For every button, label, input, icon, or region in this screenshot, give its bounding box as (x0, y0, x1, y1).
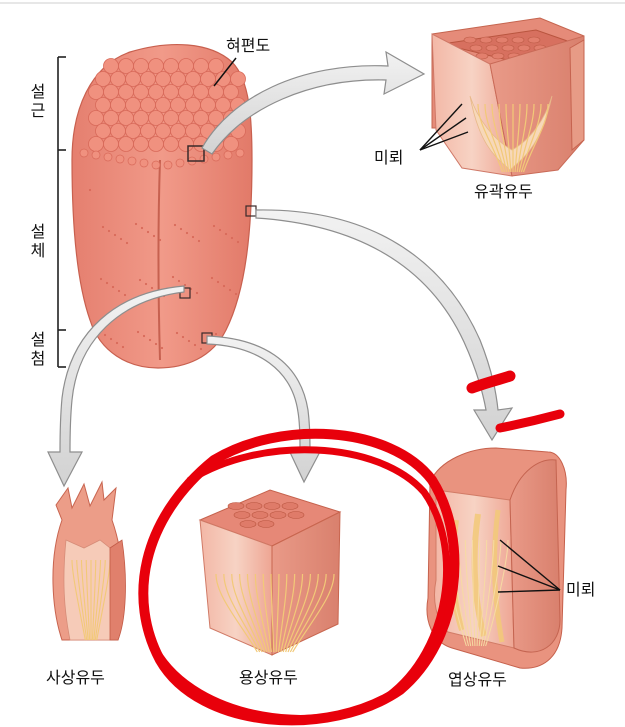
taste-bud-leaders-right (497, 539, 561, 593)
arrows (47, 50, 514, 488)
circumvallate-papilla-cutaway (431, 17, 585, 177)
sample-box-root (187, 145, 205, 162)
median-sulcus (157, 159, 161, 361)
arrow-to-fungiform (206, 335, 323, 484)
region-bracket (57, 56, 66, 368)
filiform-papilla-cutaway (52, 480, 126, 641)
lingual-tonsil-bumps (88, 58, 246, 152)
foliate-papilla-label: 엽상유두 (448, 670, 507, 689)
tongue-illustration (71, 44, 257, 369)
arrow-to-filiform (47, 285, 185, 488)
taste-buds-label-top: 미뢰 (374, 148, 404, 167)
taste-bud-leaders-top (419, 103, 469, 151)
tongue-region-tip-label: 설첨 (30, 330, 46, 368)
fungiform-papilla-label: 용상유두 (239, 668, 298, 687)
fungiform-papilla-cutaway (198, 489, 342, 656)
tongue-body-dots (79, 148, 245, 351)
foliate-papilla-cutaway (426, 447, 567, 669)
red-circle-annotation (138, 370, 565, 726)
tongue-region-root-label: 설근 (30, 82, 46, 120)
filiform-papilla-label: 사상유두 (46, 668, 105, 687)
lingual-tonsil-leader (213, 57, 237, 87)
arrow-to-foliate (255, 209, 514, 442)
taste-buds-label-right: 미뢰 (566, 580, 596, 599)
tongue-region-body-label: 설체 (30, 222, 46, 260)
circumvallate-papilla-label: 유곽유두 (474, 182, 533, 201)
lingual-tonsil-label: 혀편도 (226, 36, 271, 55)
arrow-to-circumvallate (201, 50, 426, 155)
